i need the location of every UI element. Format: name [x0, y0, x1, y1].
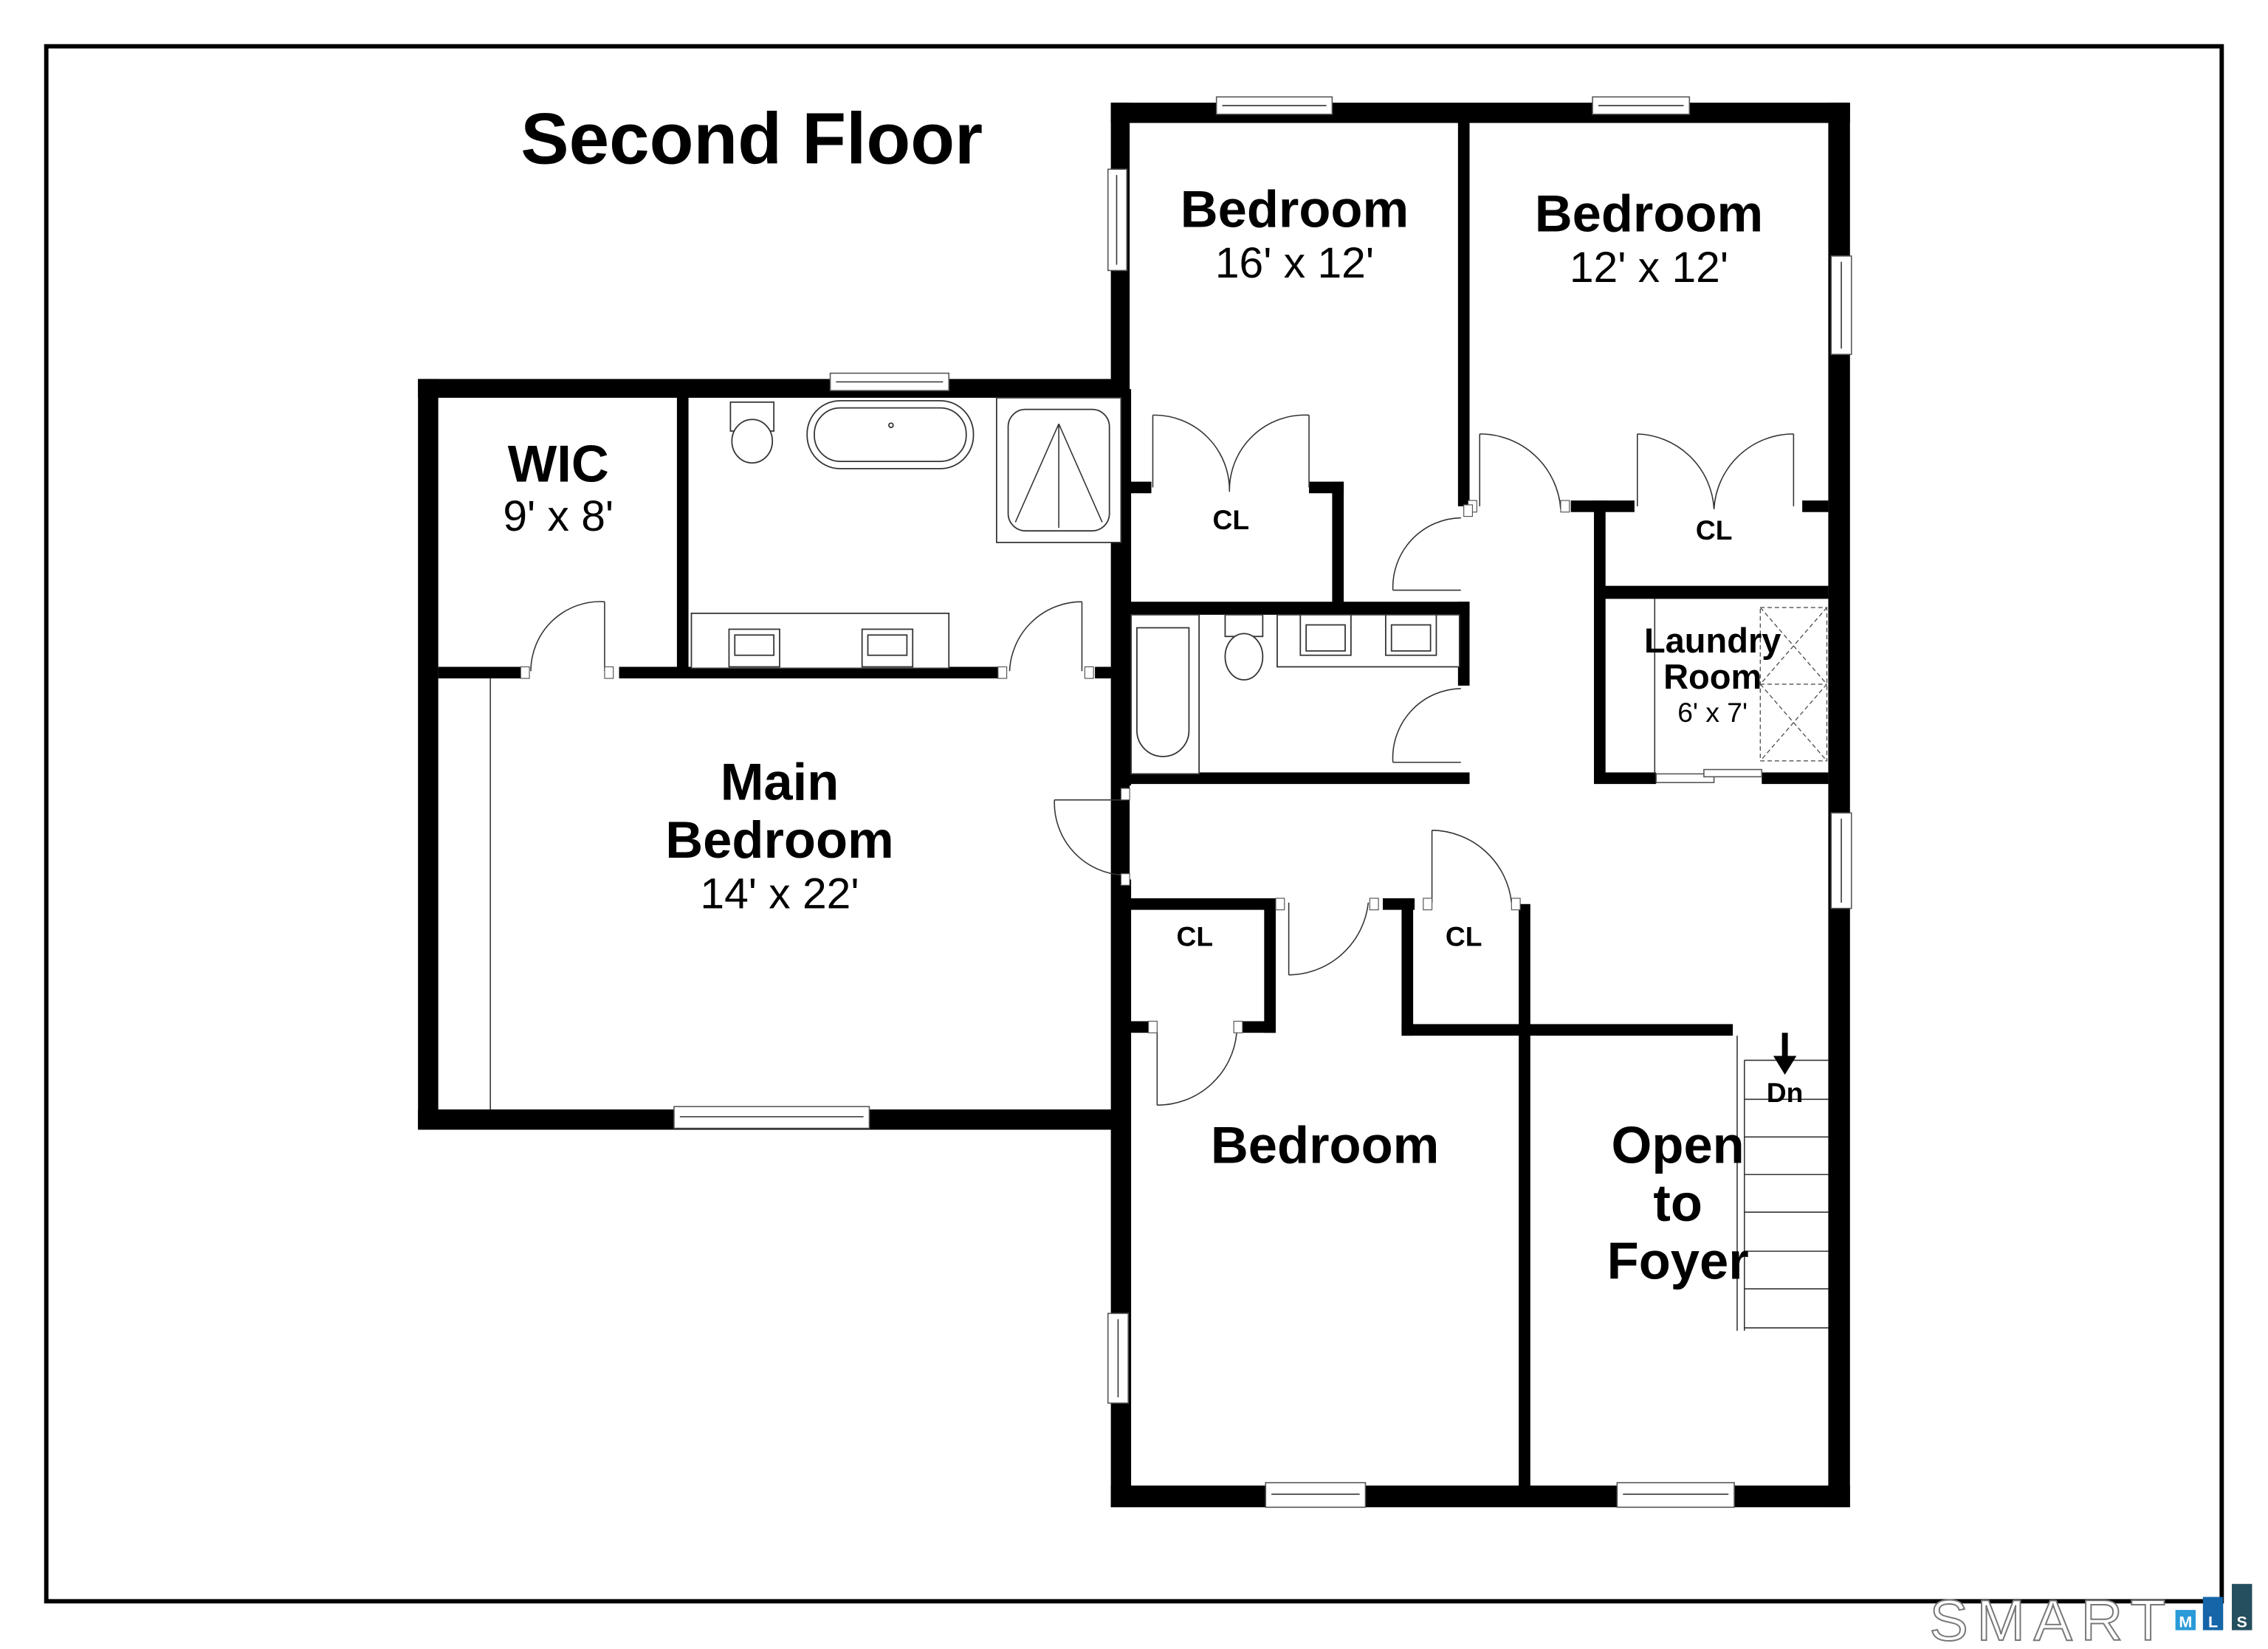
- room-name-line2: Room: [1663, 657, 1762, 696]
- double-vanity-icon: [1276, 613, 1460, 668]
- room-name: Bedroom: [1181, 180, 1409, 238]
- doors: [520, 414, 1795, 1106]
- logo-text: SMART: [1930, 1588, 2175, 1649]
- toilet-icon: [729, 401, 775, 464]
- room-main-bedroom: Main Bedroom 14' x 22': [665, 753, 893, 918]
- room-name: WIC: [508, 435, 609, 493]
- washer-dryer-icon: [1654, 599, 1828, 774]
- toilet-icon: [1224, 613, 1264, 681]
- closet-label: CL: [1696, 514, 1733, 545]
- floor-title: Second Floor: [520, 97, 983, 179]
- room-bedroom-lower: Bedroom: [1211, 1116, 1439, 1174]
- room-name-line1: Open: [1612, 1116, 1745, 1174]
- logo-letter-l: L: [2208, 1613, 2218, 1631]
- bathtub-icon: [1130, 613, 1200, 775]
- room-laundry: Laundry Room 6' x 7': [1644, 621, 1781, 728]
- staircase-icon: Dn: [1736, 1033, 1829, 1331]
- room-dimensions: 16' x 12': [1215, 239, 1374, 287]
- room-name-line2: to: [1653, 1174, 1702, 1232]
- windows: [673, 96, 1852, 1508]
- room-name-line2: Bedroom: [665, 810, 893, 869]
- room-wic: WIC 9' x 8': [503, 435, 614, 541]
- shower-icon: [995, 397, 1122, 543]
- logo-letter-m: M: [2179, 1613, 2192, 1631]
- room-name: Bedroom: [1535, 185, 1763, 243]
- room-bedroom-12x12: Bedroom 12' x 12': [1535, 185, 1763, 292]
- room-dimensions: 9' x 8': [503, 492, 614, 540]
- stairs-label: Dn: [1767, 1077, 1804, 1108]
- room-dimensions: 12' x 12': [1570, 244, 1728, 292]
- logo-letter-s: S: [2237, 1613, 2247, 1631]
- bathtub-icon: [806, 399, 975, 469]
- walls: [418, 103, 1850, 1507]
- room-bedroom-16x12: Bedroom 16' x 12': [1181, 180, 1409, 288]
- room-dimensions: 14' x 22': [700, 870, 859, 918]
- room-name-line3: Foyer: [1607, 1231, 1749, 1290]
- arrow-down-icon: [1773, 1033, 1797, 1075]
- logo-bar-m: [2175, 1610, 2196, 1631]
- closet-label: CL: [1446, 921, 1482, 952]
- room-name-line1: Main: [721, 753, 839, 811]
- closet-label: CL: [1176, 921, 1213, 952]
- logo-bar-l: [2202, 1597, 2224, 1631]
- double-vanity-icon: [690, 613, 950, 669]
- smartmls-logo: SMART M L S: [1929, 1583, 2252, 1649]
- room-open-to-foyer: Open to Foyer: [1607, 1116, 1749, 1290]
- closet-label: CL: [1212, 504, 1249, 535]
- room-name: Bedroom: [1211, 1116, 1439, 1174]
- room-dimensions: 6' x 7': [1677, 697, 1748, 728]
- room-name-line1: Laundry: [1644, 621, 1781, 660]
- page-frame: [44, 44, 2224, 1604]
- fixtures: Dn: [489, 397, 1829, 1331]
- logo-bar-s: [2232, 1583, 2252, 1631]
